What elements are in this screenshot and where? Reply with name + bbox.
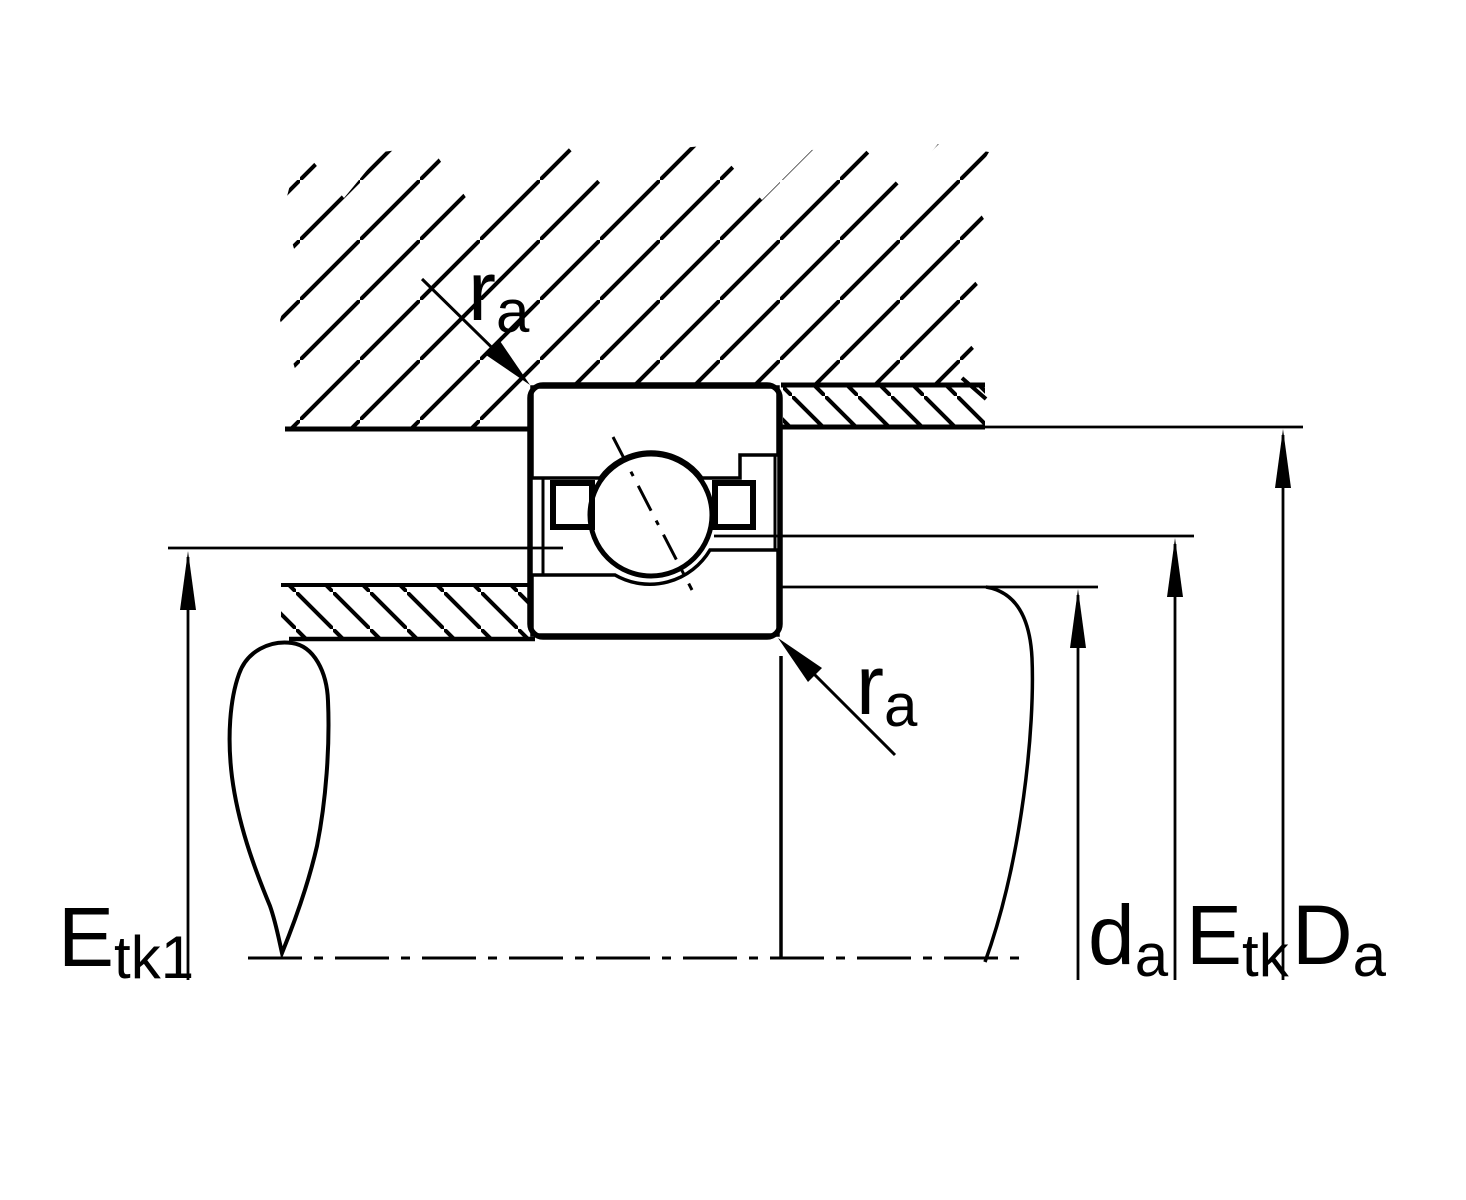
etk-arrowhead bbox=[1167, 538, 1183, 597]
housing-section bbox=[280, 144, 990, 432]
Da-arrowhead bbox=[1275, 429, 1291, 488]
housing-hatch-area bbox=[280, 144, 990, 429]
shaft-right-shoulder-contour bbox=[983, 585, 1035, 963]
etk1-arrowhead bbox=[180, 551, 196, 610]
ra-leader-top bbox=[420, 277, 530, 385]
outer-spacer-band bbox=[781, 376, 988, 430]
outer-spacer-hatch bbox=[783, 385, 985, 427]
bearing-outline bbox=[527, 382, 783, 640]
dimension-Da bbox=[985, 425, 1303, 980]
shaft-shoulder-teardrop bbox=[227, 640, 331, 960]
ra-leader-bottom bbox=[778, 638, 897, 757]
da-arrowhead bbox=[1070, 589, 1086, 648]
label-etk1: Etk1 bbox=[58, 890, 194, 991]
label-ra-bottom: ra bbox=[856, 638, 918, 739]
spindle-bearing-section bbox=[527, 382, 783, 640]
cage-right bbox=[712, 480, 756, 530]
label-etk: Etk bbox=[1186, 888, 1290, 989]
cage-left bbox=[550, 480, 595, 530]
label-Da: Da bbox=[1292, 888, 1387, 989]
label-da: da bbox=[1088, 888, 1169, 989]
dimension-etk1 bbox=[168, 546, 563, 980]
ra-top-arrowhead bbox=[486, 341, 530, 385]
bearing-body bbox=[530, 385, 780, 637]
shaft-sleeve-hatch bbox=[281, 585, 530, 639]
shaft-section bbox=[227, 583, 1035, 963]
dimension-etk bbox=[714, 534, 1194, 980]
label-ra-top: ra bbox=[468, 244, 530, 345]
inner-ring bbox=[530, 548, 780, 637]
outer-spacer-hatch-tick bbox=[960, 376, 988, 401]
ra-bottom-arrowhead bbox=[778, 638, 822, 682]
dimension-da bbox=[781, 585, 1098, 980]
